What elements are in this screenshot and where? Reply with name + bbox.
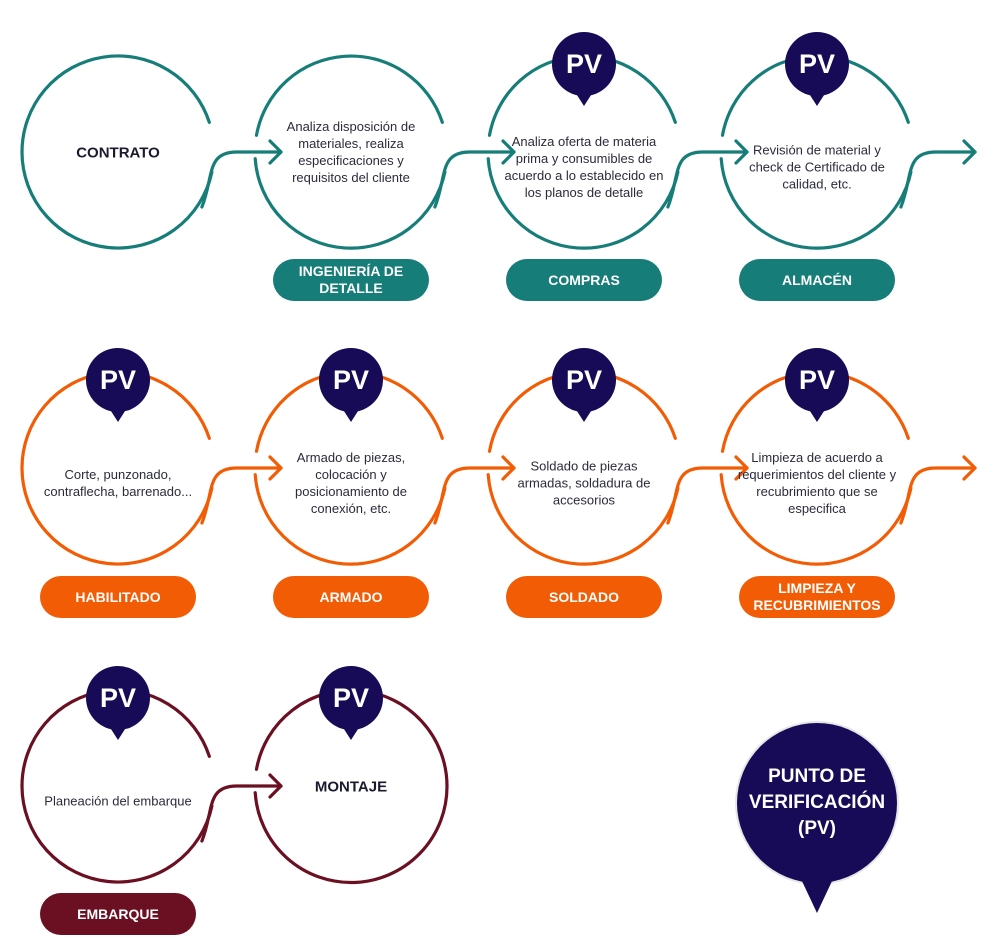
step-label-pill: INGENIERÍA DE DETALLE (273, 259, 429, 301)
flow-connector-line (666, 150, 749, 209)
arrow-head-icon (962, 139, 977, 165)
flow-connector-line (899, 466, 977, 525)
pv-checkpoint-badge: PV (319, 348, 383, 422)
step-description: Limpieza de acuerdo a requerimientos del… (737, 450, 897, 516)
step-label-pill: ARMADO (273, 576, 429, 618)
step-circle-arc (20, 466, 214, 566)
pv-checkpoint-badge: PV (319, 666, 383, 740)
step-label-pill: ALMACÉN (739, 259, 895, 301)
step-circle-arc (20, 150, 214, 250)
flow-connector-line (200, 784, 283, 843)
step-title: CONTRATO (76, 144, 160, 162)
flow-connector-line (899, 150, 977, 209)
arrow-head-icon (734, 139, 749, 165)
step-circle-arc (486, 473, 680, 566)
arrow-head-icon (501, 139, 516, 165)
arrow-head-icon (734, 455, 749, 481)
step-description: Planeación del embarque (44, 793, 192, 809)
pv-legend-text: PUNTO DE VERIFICACIÓN (PV) (748, 766, 886, 839)
step-description: Soldado de piezas armadas, soldadura de … (517, 458, 651, 508)
step-circle-arc (719, 157, 913, 250)
step-circle-arc (253, 473, 447, 566)
pv-legend-bubble: PUNTO DE VERIFICACIÓN (PV) (737, 723, 897, 913)
arrow-head-icon (268, 455, 283, 481)
step-circle-arc (253, 784, 449, 885)
step-description: Revisión de material y check de Certific… (749, 142, 885, 192)
step-label-pill: LIMPIEZA Y RECUBRIMIENTOS (739, 576, 895, 618)
pv-checkpoint-badge: PV (86, 666, 150, 740)
step-title: MONTAJE (314, 778, 388, 796)
flow-connector-line (433, 466, 516, 525)
step-description: Analiza disposición de materiales, reali… (286, 119, 416, 185)
arrow-head-icon (268, 773, 283, 799)
step-label-pill: COMPRAS (506, 259, 662, 301)
pv-checkpoint-badge: PV (785, 32, 849, 106)
step-circle-arc (486, 157, 680, 250)
step-description: Corte, punzonado, contraflecha, barrenad… (43, 467, 193, 499)
step-circle-arc (253, 157, 447, 250)
flow-connector-line (666, 466, 749, 525)
flow-connector-line (200, 150, 283, 209)
step-label-pill: HABILITADO (40, 576, 196, 618)
pv-checkpoint-badge: PV (552, 348, 616, 422)
arrow-head-icon (268, 139, 283, 165)
flow-connector-line (200, 466, 283, 525)
step-circle-arc (20, 54, 211, 154)
arrow-head-icon (962, 455, 977, 481)
flow-connector-line (433, 150, 516, 209)
pv-checkpoint-badge: PV (552, 32, 616, 106)
step-circle-arc (254, 54, 444, 137)
step-label-pill: SOLDADO (506, 576, 662, 618)
pv-checkpoint-badge: PV (785, 348, 849, 422)
arrow-head-icon (501, 455, 516, 481)
step-description: Armado de piezas, colocación y posiciona… (294, 450, 408, 516)
step-circle-arc (719, 473, 913, 566)
step-description: Analiza oferta de materia prima y consum… (504, 134, 664, 200)
step-label-pill: EMBARQUE (40, 893, 196, 935)
step-circle-arc (20, 784, 214, 884)
pv-checkpoint-badge: PV (86, 348, 150, 422)
